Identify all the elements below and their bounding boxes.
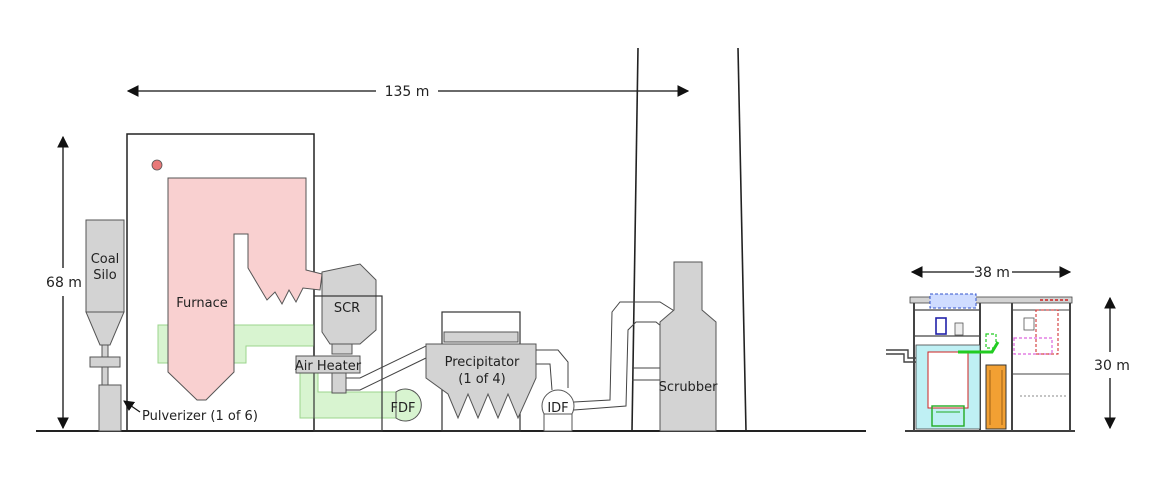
idf-label: IDF — [547, 401, 568, 416]
flue-duct-scrubber-stack — [632, 367, 660, 381]
coal-silo-label-line2: Silo — [93, 268, 116, 283]
induced-draft-fan: IDF — [541, 389, 575, 432]
pulverizer-pointer — [123, 400, 141, 413]
width-dimension-reactor: 38 m — [910, 265, 1072, 281]
air-heater-outlet — [331, 372, 347, 394]
height-plant-label: 68 m — [46, 275, 82, 291]
pulverizer-label: Pulverizer (1 of 6) — [142, 409, 258, 424]
furnace-label: Furnace — [176, 296, 227, 311]
width-dimension-plant: 135 m — [126, 84, 690, 100]
reactor-building — [886, 293, 1075, 432]
height-dimension-plant: 68 m — [46, 135, 82, 430]
precipitator-roof — [443, 331, 519, 343]
height-dimension-reactor: 30 m — [1094, 296, 1130, 430]
coal-silo — [85, 219, 125, 432]
flue-duct-idf-scrubber — [573, 301, 677, 411]
precipitator-body — [425, 343, 537, 420]
smokestack — [631, 47, 747, 432]
scr-unit — [321, 263, 377, 355]
forced-draft-fan: FDF — [391, 388, 422, 422]
coal-silo-label-line1: Coal — [91, 252, 120, 267]
precipitator-label-line1: Precipitator — [445, 355, 520, 370]
air-heater — [295, 355, 361, 374]
scrubber — [659, 261, 717, 432]
scrubber-label: Scrubber — [659, 380, 718, 395]
indicator-dot — [151, 159, 163, 171]
fdf-label: FDF — [391, 401, 416, 416]
height-reactor-label: 30 m — [1094, 358, 1130, 374]
precipitator-label-line2: (1 of 4) — [458, 372, 505, 387]
width-plant-label: 135 m — [385, 84, 430, 100]
air-heater-label: Air Heater — [295, 359, 362, 374]
flue-duct-precip-idf — [536, 349, 569, 391]
scr-label: SCR — [334, 301, 360, 316]
width-reactor-label: 38 m — [974, 265, 1010, 281]
